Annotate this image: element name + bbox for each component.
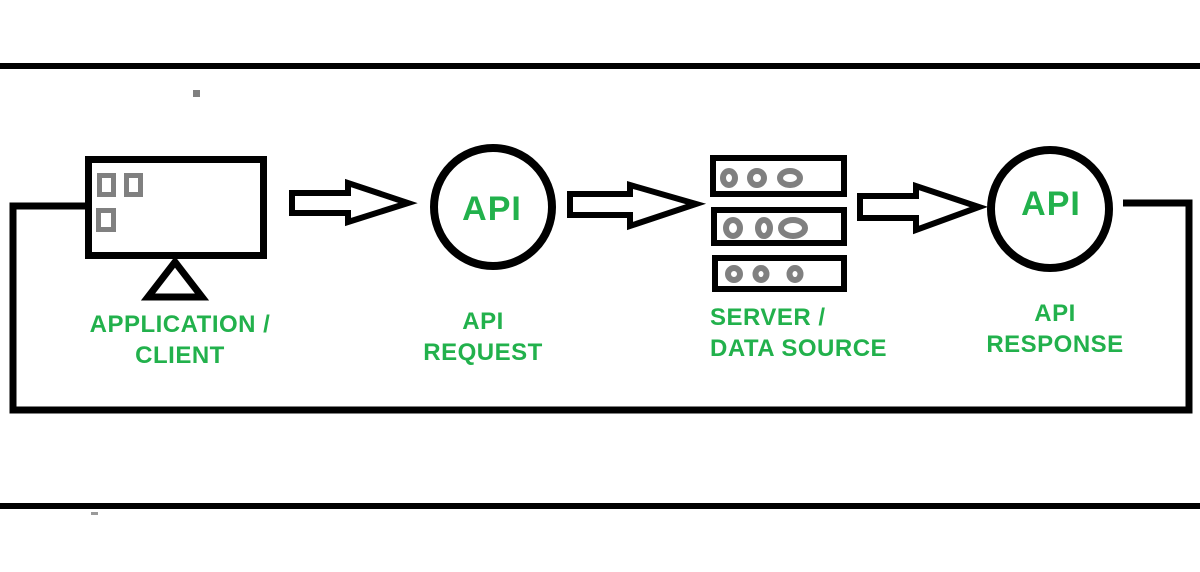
arrow-right-icon-3 <box>857 181 989 235</box>
server-stack-icon <box>710 155 847 292</box>
server-led-icon <box>720 168 738 188</box>
api-request-label-line2: REQUEST <box>423 339 543 366</box>
api-response-node-text: API <box>1021 185 1081 223</box>
frame-top-line <box>0 63 1200 69</box>
stray-pixel-dot <box>193 90 200 97</box>
monitor-window-square-2 <box>124 173 143 197</box>
server-led-icon <box>777 168 803 188</box>
server-led-icon <box>747 168 767 188</box>
arrow-right-icon-1 <box>289 178 418 227</box>
return-loop-line <box>9 199 1193 414</box>
server-led-icon <box>723 217 743 239</box>
client-label-line1: APPLICATION / <box>89 311 271 338</box>
frame-bottom-line <box>0 503 1200 509</box>
api-request-node-text: API <box>462 190 522 228</box>
arrow-right-icon-2 <box>567 181 707 231</box>
monitor-window-square-3 <box>96 208 116 232</box>
api-response-label: API RESPONSE <box>950 298 1160 360</box>
api-response-label-line2: RESPONSE <box>986 331 1124 358</box>
server-label-line1: SERVER / <box>710 304 826 331</box>
server-led-icon <box>755 217 773 239</box>
api-response-circle <box>987 146 1113 272</box>
client-label-line2: CLIENT <box>135 342 225 369</box>
api-request-label-line1: API <box>462 308 504 335</box>
api-response-label-line1: API <box>1034 300 1076 327</box>
server-led-icon <box>786 265 804 283</box>
server-led-icon <box>725 265 743 283</box>
monitor-icon <box>85 156 267 301</box>
server-label-line2: DATA SOURCE <box>710 335 888 362</box>
monitor-window-square-1 <box>97 173 116 197</box>
server-led-icon <box>778 217 808 239</box>
monitor-stand-triangle <box>140 256 210 301</box>
server-led-icon <box>752 265 770 283</box>
monitor-screen <box>85 156 267 259</box>
client-label: APPLICATION / CLIENT <box>30 309 330 371</box>
server-label: SERVER / DATA SOURCE <box>710 302 950 364</box>
api-request-circle <box>430 144 556 270</box>
api-request-label: API REQUEST <box>383 306 583 368</box>
stray-mark <box>91 512 98 515</box>
